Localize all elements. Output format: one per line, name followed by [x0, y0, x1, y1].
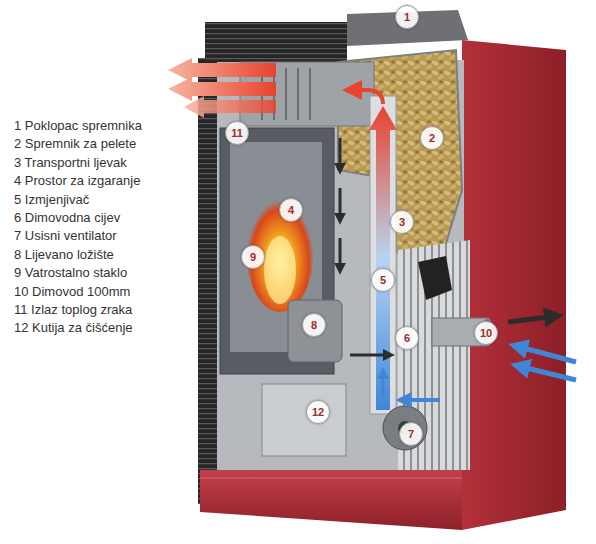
- callout-circle: 6: [395, 326, 419, 350]
- part-label: 1 Poklopac spremnika: [14, 118, 142, 134]
- callout-number: 11: [231, 127, 243, 139]
- side-vent-grill: [398, 240, 470, 470]
- callout-circle: 5: [371, 268, 395, 292]
- callout-circle: 3: [390, 210, 414, 234]
- fresh-air-arrow: [383, 346, 576, 400]
- air-duct: [369, 96, 397, 414]
- ash-box: [262, 384, 346, 456]
- ash-box: [262, 384, 346, 456]
- combustion-chamber: [264, 236, 296, 304]
- callout-circle: 10: [474, 321, 498, 345]
- fresh-air-arrow: [518, 366, 576, 380]
- fresh-air-arrow: [382, 372, 385, 395]
- stove-casing: [205, 22, 347, 62]
- suction-fan: [383, 406, 427, 450]
- part-label: 2 Spremnik za pelete: [14, 136, 136, 152]
- suction-fan: [383, 406, 427, 450]
- callout-circle: 4: [279, 198, 303, 222]
- callout-circle: 11: [225, 121, 249, 145]
- part-label: 11 Izlaz toplog zraka: [14, 302, 132, 318]
- part-label: 9 Vatrostalno staklo: [14, 265, 127, 281]
- part-label: 4 Prostor za izgaranje: [14, 173, 140, 189]
- heat-exchanger: [285, 68, 287, 120]
- part-label: 7 Usisni ventilator: [14, 228, 117, 244]
- callout-number: 12: [312, 406, 324, 418]
- flue-gas-arrow: [339, 138, 342, 170]
- part-label: 6 Dimovodna cijev: [14, 210, 120, 226]
- callout-number: 4: [288, 204, 294, 216]
- callout-number: 10: [480, 327, 492, 339]
- flue-gas-arrow: [508, 316, 556, 322]
- fresh-air-arrow: [516, 346, 576, 362]
- air-duct: [370, 96, 396, 414]
- air-duct: [369, 106, 397, 410]
- motor: [418, 256, 452, 300]
- fresh-air-arrow: [402, 398, 440, 402]
- hot-air-arrow: [168, 58, 276, 82]
- stove-casing: [200, 478, 462, 479]
- flue-gas-arrow: [339, 238, 342, 270]
- part-label: 10 Dimovod 100mm: [14, 284, 130, 300]
- stove-casing: [200, 470, 462, 530]
- callout-circle: 7: [399, 422, 423, 446]
- flue-gas-arrow: [340, 138, 556, 355]
- callout-circle: 1: [395, 5, 419, 29]
- heat-exchanger: [309, 68, 311, 120]
- callout-circle: 2: [420, 126, 444, 150]
- callout-number: 3: [399, 216, 405, 228]
- cast-burner: [288, 300, 342, 362]
- callout-number: 2: [429, 132, 435, 144]
- stove-casing: [462, 40, 566, 530]
- hot-air-arrow: [184, 96, 276, 118]
- motor: [418, 256, 452, 300]
- hot-air-arrow: [168, 58, 383, 118]
- callout-number: 9: [250, 251, 256, 263]
- stove-casing: [198, 58, 217, 504]
- callout-number: 1: [404, 11, 410, 23]
- callout-number: 6: [404, 332, 410, 344]
- callout-number: 5: [380, 274, 386, 286]
- cast-burner: [288, 300, 342, 362]
- part-label: 12 Kutija za čišćenje: [14, 320, 133, 336]
- callout-circle: 9: [241, 245, 265, 269]
- part-label: 3 Transportni ljevak: [14, 155, 127, 171]
- callout-circle: 8: [302, 313, 326, 337]
- part-label: 8 Lijevano ložište: [14, 247, 114, 263]
- hot-air-arrow: [168, 77, 276, 101]
- part-label: 5 Izmjenjivač: [14, 192, 89, 208]
- hot-air-arrow: [350, 90, 383, 104]
- heat-exchanger: [297, 68, 299, 120]
- flue-gas-arrow: [350, 354, 390, 357]
- callout-circle: 12: [306, 400, 330, 424]
- side-vent-grill: [398, 240, 470, 470]
- callout-number: 8: [311, 319, 317, 331]
- callout-number: 7: [408, 428, 414, 440]
- flue-gas-arrow: [339, 188, 342, 220]
